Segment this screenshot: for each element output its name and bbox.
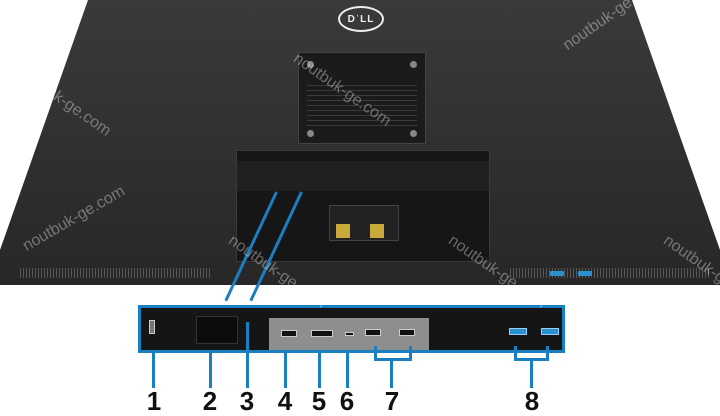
vent: [20, 268, 210, 278]
leader-line: [546, 346, 549, 360]
stand-recess: [236, 150, 490, 262]
leader-line: [374, 358, 412, 361]
callout-4: 4: [277, 386, 293, 416]
leader-line: [374, 346, 377, 360]
callout-3: 3: [239, 386, 255, 416]
leader-line: [318, 350, 321, 388]
leader-line: [152, 352, 155, 388]
usb-port: [365, 329, 381, 336]
usb-c-port: [345, 332, 354, 336]
callout-8: 8: [524, 386, 540, 416]
hdmi-port: [281, 330, 297, 337]
callout-1: 1: [146, 386, 162, 416]
callout-2: 2: [202, 386, 218, 416]
port-callout-box: [138, 305, 565, 353]
vesa-mount: [298, 52, 426, 144]
leader-line: [530, 358, 533, 388]
dell-logo: DˈLL: [338, 6, 384, 32]
callout-6: 6: [339, 386, 355, 416]
port-row: [237, 161, 489, 191]
usb-superspeed-port: [541, 328, 559, 335]
service-tag-sticker: [329, 205, 399, 241]
monitor-back: DˈLL: [0, 0, 720, 285]
regulatory-label: [307, 81, 417, 129]
leader-line: [514, 346, 517, 360]
security-lock-slot: [149, 320, 155, 334]
leader-line: [346, 350, 349, 388]
usb-port: [578, 271, 592, 276]
callout-5: 5: [311, 386, 327, 416]
power-connector: [196, 316, 238, 344]
leader-line: [409, 346, 412, 360]
usb-superspeed-port: [509, 328, 527, 335]
leader-line: [390, 358, 393, 388]
leader-line: [209, 352, 212, 388]
usb-port: [399, 329, 415, 336]
vent: [510, 268, 710, 278]
displayport: [311, 330, 333, 337]
usb-port: [550, 271, 564, 276]
callout-7: 7: [384, 386, 400, 416]
leader-line: [284, 350, 287, 388]
io-panel: [269, 318, 429, 350]
leader-line: [246, 322, 249, 388]
